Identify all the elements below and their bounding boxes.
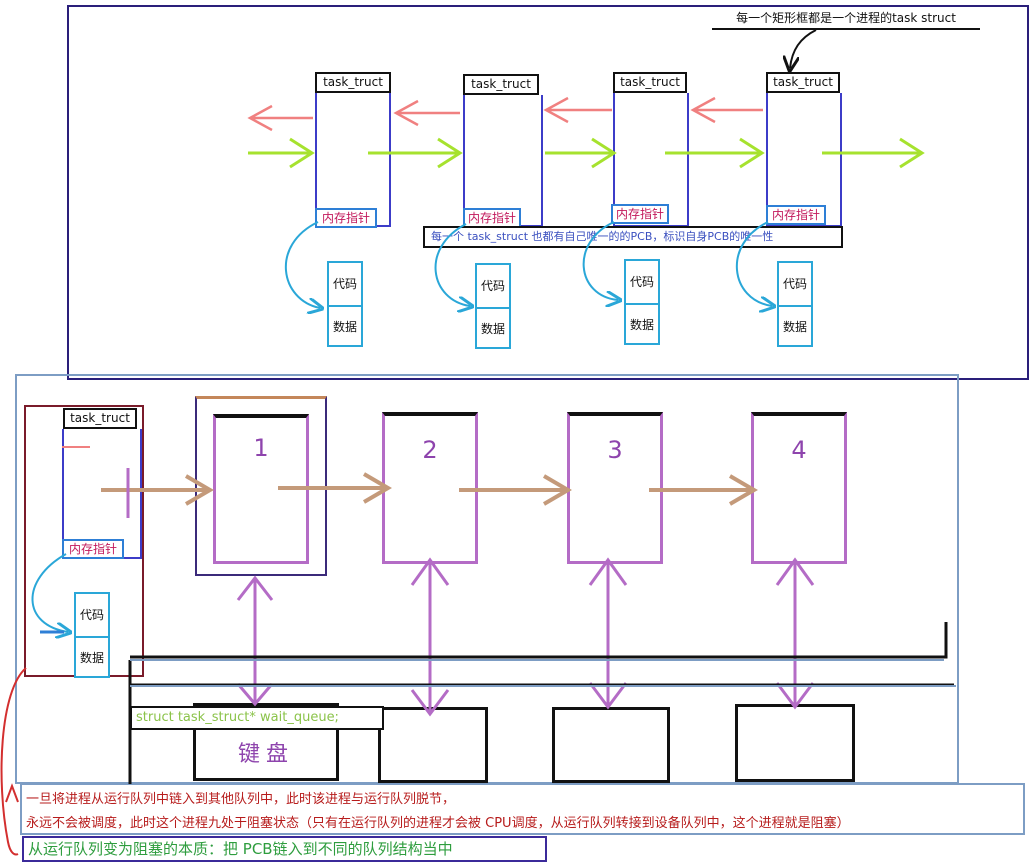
run-queue-arrow [459,474,572,506]
backward-arrow [393,99,460,127]
forward-arrow [248,137,315,169]
memory-pointer-curve [284,221,320,308]
red-loop-arrow [0,667,27,856]
code-cell: 代码 [782,277,807,291]
note-pointer-arrow [790,29,817,68]
backward-arrow [543,96,612,124]
wait-queue-link [588,557,628,710]
node-number: 3 [607,436,623,464]
forward-arrow [822,137,925,169]
blocked-mem-ptr: 内存指针 [62,539,124,559]
memory-pointer-curve [434,223,470,306]
node-number: 4 [791,436,807,464]
memory-pointer-curves [31,221,772,632]
top-note: 每一个矩形框都是一个进程的task struct [712,8,980,30]
data-cell: 数据 [76,636,108,678]
wait-queue-label: struct task_struct* wait_queue; [130,706,384,730]
blocking-explanation-line2: 永远不会被调度，此时这个进程九处于阻塞状态（只有在运行队列的进程才会被 CPU调… [26,816,850,831]
data-cell: 数据 [626,303,658,345]
code-data-box-3: 代码 数据 [624,259,660,345]
memory-pointer-curve [31,553,68,632]
keyboard-label: 键盘 [237,742,294,767]
forward-arrows [248,137,925,169]
data-cell: 数据 [477,307,509,349]
memory-pointer-curve [582,221,618,300]
backward-arrow [690,96,763,124]
run-queue-arrow [101,474,214,506]
backward-arrow [247,104,313,132]
task-struct-title-2: task_truct [463,74,539,95]
blocked-task-struct-title: task_truct [63,408,137,429]
node-number: 1 [253,434,269,462]
data-cell: 数据 [329,305,361,347]
wait-queue-link [410,557,450,717]
mem-ptr-3: 内存指针 [611,204,669,224]
blocked-code-data-box: 代码 数据 [74,592,110,678]
data-cell: 数据 [779,305,811,347]
backward-arrows [247,96,763,132]
device-box-2 [378,707,488,783]
task-struct-title-4: task_truct [766,72,840,93]
blocking-explanation-line1: 一旦将进程从运行队列中链入到其他队列中，此时该进程与运行队列脱节， [26,792,456,807]
code-cell: 代码 [332,277,357,291]
code-cell: 代码 [79,608,104,622]
wait-queue-link [775,557,815,710]
task-struct-title-3: task_truct [613,72,687,93]
run-queue-rail [130,622,948,659]
mem-ptr-4: 内存指针 [766,205,826,225]
wait-queue-link [236,575,274,707]
run-queue-arrow [649,474,758,506]
code-data-box-4: 代码 数据 [777,261,813,347]
task-struct-title-1: task_truct [315,72,391,93]
code-data-box-1: 代码 数据 [327,261,363,347]
code-data-box-2: 代码 数据 [475,263,511,349]
code-cell: 代码 [629,275,654,289]
node-number: 2 [422,436,438,464]
upper-diagram-frame [67,5,1029,380]
forward-arrow [665,137,765,169]
device-box-3 [552,707,670,783]
run-queue-arrow [278,472,392,504]
wait-queue-links [236,557,815,717]
blocking-essence-note: 从运行队列变为阻塞的本质：把 PCB链入到不同的队列结构当中 [22,836,547,862]
forward-arrow [545,137,617,169]
run-queue-arrows [101,472,758,506]
blocking-explanation: 一旦将进程从运行队列中链入到其他队列中，此时该进程与运行队列脱节， 永远不会被调… [20,783,1025,835]
pcb-note: 每一个 task_struct 也都有自己唯一的的PCB，标识自身PCB的唯一性 [423,226,843,248]
memory-pointer-curve [735,221,772,306]
forward-arrow [368,137,463,169]
code-cell: 代码 [480,279,505,293]
mem-ptr-1: 内存指针 [315,208,377,228]
red-loop-arrowhead [5,783,19,803]
